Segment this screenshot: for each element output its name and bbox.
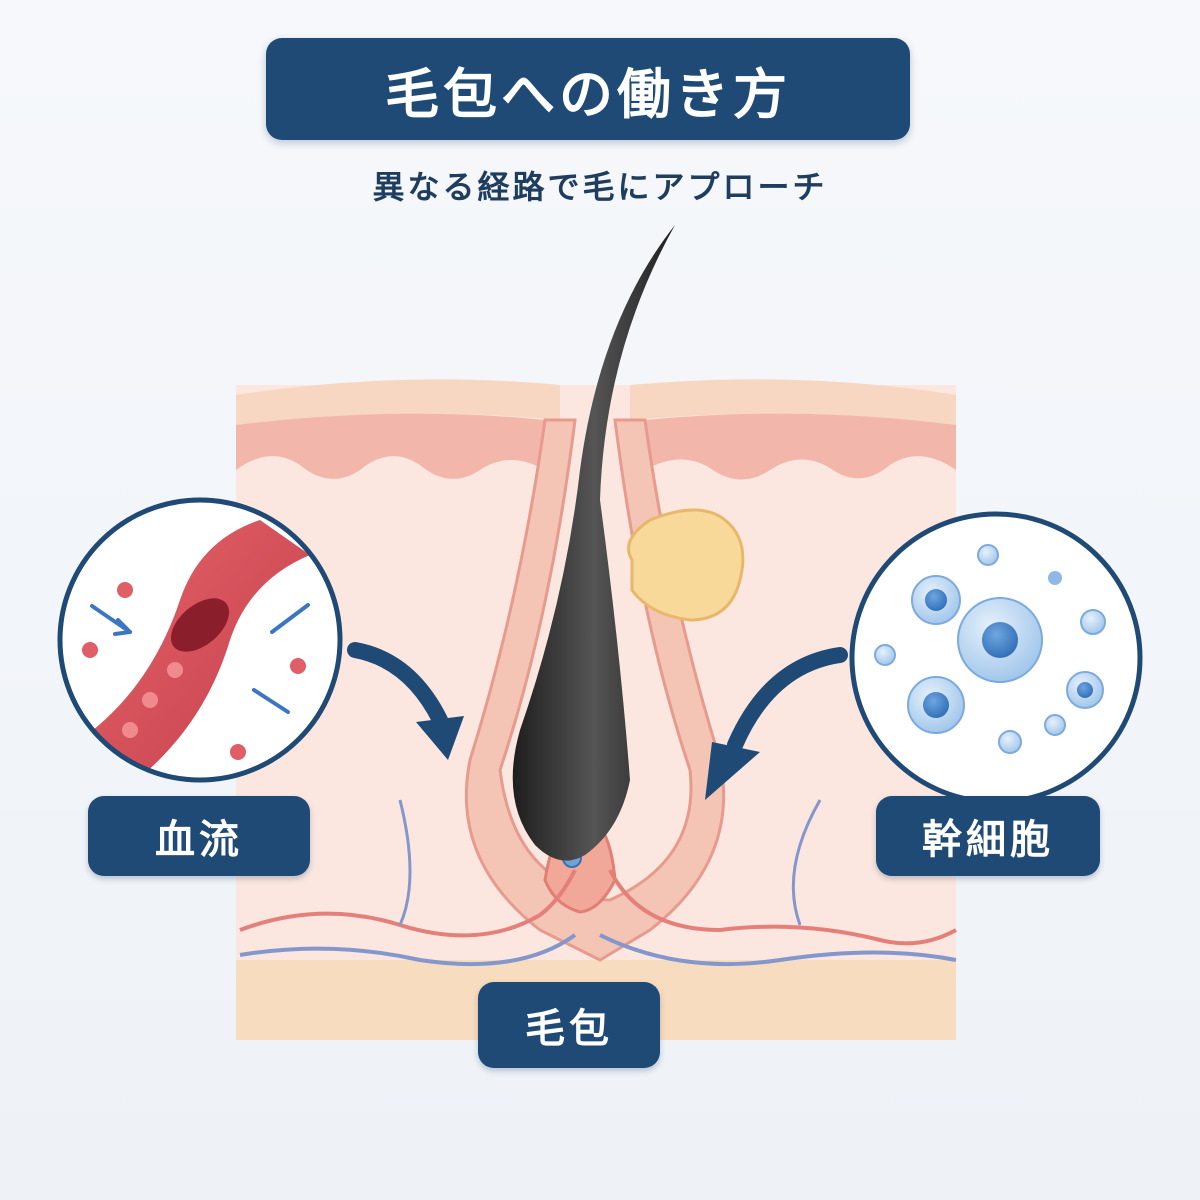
arrow-stem-to-follicle xyxy=(705,647,848,800)
label-stem-cells: 幹細胞 xyxy=(876,796,1100,876)
page-subtitle: 異なる経路で毛にアプローチ xyxy=(372,168,828,206)
page-title: 毛包への働き方 xyxy=(266,38,910,140)
label-follicle: 毛包 xyxy=(478,982,660,1068)
hair-shaft xyxy=(512,225,675,861)
label-blood-flow: 血流 xyxy=(88,796,310,876)
stem-cell-inset xyxy=(849,511,1143,805)
blood-flow-inset xyxy=(57,497,343,783)
arrow-blood-to-follicle xyxy=(347,642,464,760)
